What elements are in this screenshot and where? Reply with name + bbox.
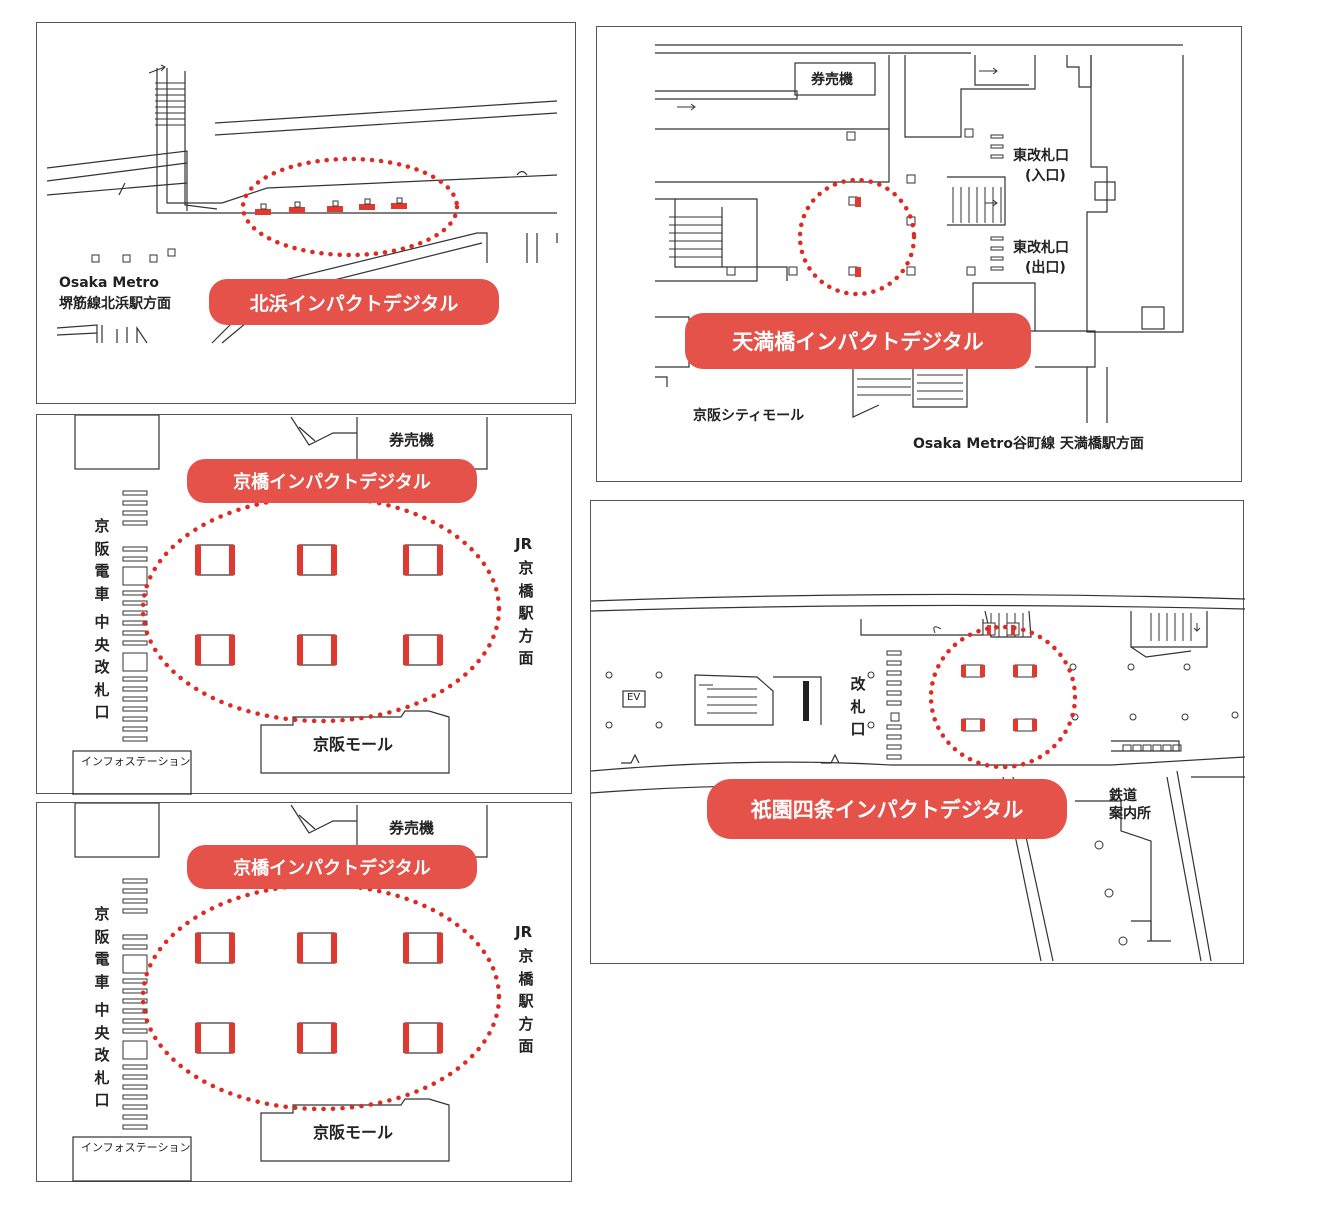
tenmabashi-panel: 券売機 東改札口 (入口) 東改札口 (出口) 京阪シティモール Osaka M… (596, 26, 1242, 482)
gionshijo-wall-bar (803, 681, 809, 721)
kitahama-label-line2: 堺筋線北浜駅方面 (59, 296, 171, 312)
kyobashi-2-banner[interactable]: 京橋インパクトデジタル (187, 845, 477, 889)
tenmabashi-map (655, 44, 1184, 423)
kyobashi-1-mall-label: 京阪モール (313, 735, 394, 754)
kyobashi-2-left-label-1: 京阪電車 (94, 905, 110, 991)
gionshijo-map (591, 593, 1245, 962)
kyobashi-2-gate-rows (122, 878, 148, 1130)
kyobashi-2-highlight-circle (140, 882, 502, 1112)
kyobashi-2-info-label: インフォステーション (81, 1141, 191, 1154)
tenmabashi-gate-east-exit-sub: (出口) (1025, 260, 1066, 276)
gionshijo-railway-info-1: 鉄道 (1109, 788, 1137, 804)
kitahama-map (46, 64, 558, 344)
tenmabashi-ticket-label: 券売機 (811, 72, 853, 88)
kyobashi-1-banner[interactable]: 京橋インパクトデジタル (187, 459, 477, 503)
kyobashi-1-left-label-2: 中央改札口 (94, 613, 110, 721)
gionshijo-display-markers (961, 622, 1037, 732)
gionshijo-panel: EV 改札口 鉄道 案内所 祇園四条インパクトデジタル (590, 500, 1245, 964)
kyobashi-1-displays (195, 544, 443, 666)
tenmabashi-gate-east-entry: 東改札口 (1013, 148, 1069, 164)
tenmabashi-city-mall-label: 京阪シティモール (693, 408, 805, 424)
kyobashi-2-ticket-label: 券売機 (389, 819, 435, 837)
kyobashi-1-gate-rows (122, 490, 148, 742)
gionshijo-railway-info-2: 案内所 (1109, 806, 1151, 822)
kitahama-display-markers (255, 203, 407, 215)
kyobashi-2-mall-label: 京阪モール (313, 1123, 394, 1142)
tenmabashi-display-markers (855, 197, 861, 277)
tenmabashi-metro-label: Osaka Metro谷町線 天満橋駅方面 (913, 436, 1144, 452)
gionshijo-ev-label: EV (627, 692, 641, 703)
kitahama-panel: Osaka Metro 堺筋線北浜駅方面 北浜インパクトデジタル (36, 22, 576, 404)
kitahama-banner[interactable]: 北浜インパクトデジタル (209, 279, 499, 325)
kyobashi-1-right-label-2: 京橋駅方面 (518, 559, 534, 667)
kyobashi-panel-2: 券売機 京阪電車 中央改札口 JR 京橋駅方面 京阪モール インフォステーション… (36, 802, 572, 1182)
kyobashi-1-left-label-1: 京阪電車 (94, 517, 110, 603)
tenmabashi-highlight-circle (797, 177, 917, 297)
kyobashi-1-ticket-label: 券売機 (389, 431, 435, 449)
kyobashi-2-left-label-2: 中央改札口 (94, 1001, 110, 1109)
kyobashi-1-right-label-1: JR (515, 535, 533, 553)
gionshijo-banner[interactable]: 祇園四条インパクトデジタル (707, 779, 1067, 839)
kyobashi-2-right-label-2: 京橋駅方面 (518, 947, 534, 1055)
kitahama-highlight-circle (240, 156, 460, 258)
kyobashi-2-right-label-1: JR (515, 923, 533, 941)
kyobashi-2-displays (195, 932, 443, 1054)
tenmabashi-gate-east-entry-sub: (入口) (1025, 168, 1066, 184)
kyobashi-map-2 (72, 803, 502, 1182)
gionshijo-gate-label: 改札口 (850, 675, 866, 738)
kitahama-label-line1: Osaka Metro (59, 275, 159, 291)
kyobashi-panel-1: 券売機 京阪電車 中央改札口 JR 京橋駅方面 京阪モール インフォステーション… (36, 414, 572, 795)
kyobashi-1-info-label: インフォステーション (81, 755, 191, 768)
gionshijo-highlight-circle (928, 624, 1078, 770)
tenmabashi-gate-east-exit: 東改札口 (1013, 240, 1069, 256)
kyobashi-1-highlight-circle (140, 494, 502, 724)
tenmabashi-banner[interactable]: 天満橋インパクトデジタル (685, 313, 1031, 369)
